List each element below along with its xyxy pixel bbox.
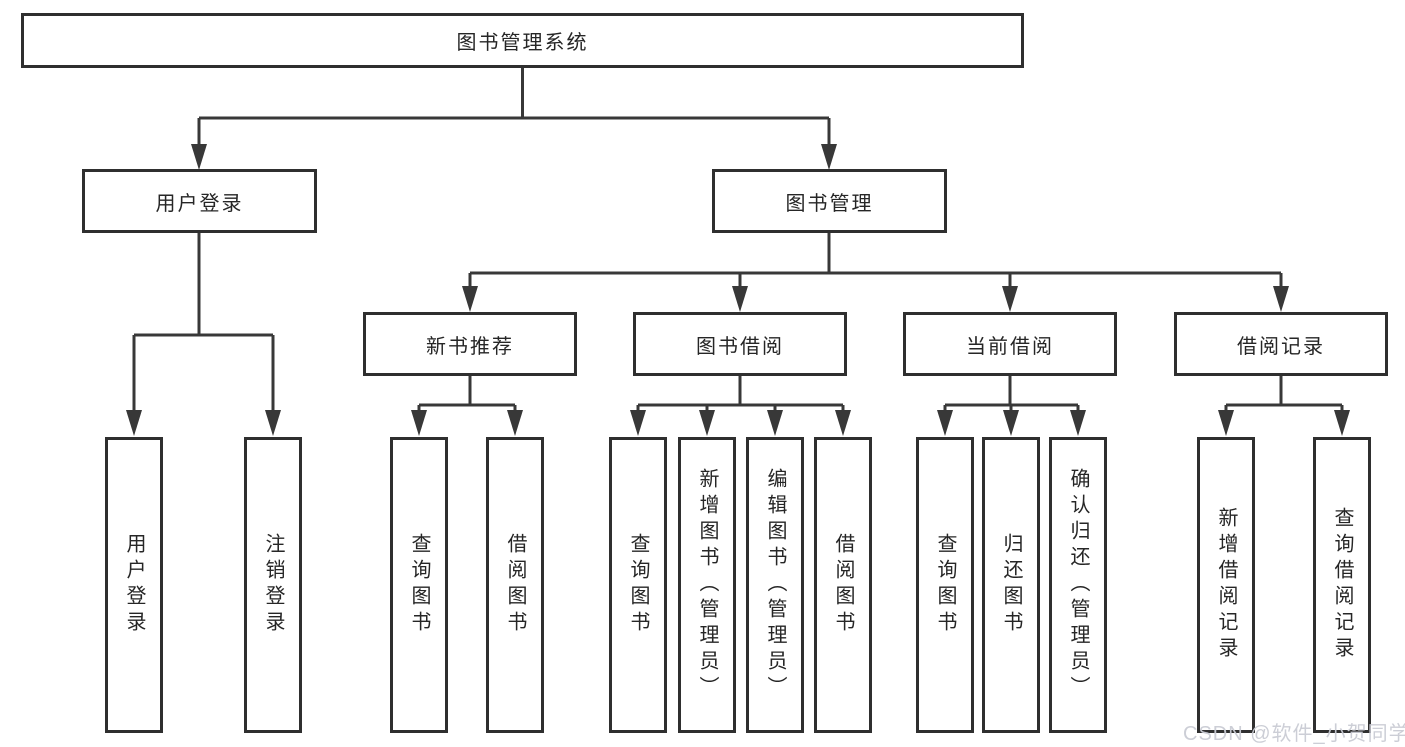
node-leaf-add-borrow-record: 新增借阅记录: [1197, 437, 1255, 733]
leaf-label: 编辑图书（管理员）: [764, 468, 786, 702]
node-book-management-label: 图书管理: [785, 192, 874, 215]
leaf-label: 查询图书: [934, 533, 956, 637]
connector-paths: [132, 68, 1344, 414]
leaf-label: 确认归还（管理员）: [1067, 468, 1089, 702]
leaf-label: 归还图书: [1000, 533, 1022, 637]
node-leaf-borrow-books-recommend: 借阅图书: [486, 437, 544, 733]
node-leaf-borrow-books-borrowing: 借阅图书: [814, 437, 872, 733]
node-leaf-edit-books-admin: 编辑图书（管理员）: [746, 437, 804, 733]
node-root-system: 图书管理系统: [21, 13, 1024, 68]
node-user-login: 用户登录: [82, 169, 317, 233]
arrowheads: [126, 144, 1350, 436]
node-leaf-query-books-recommend: 查询图书: [390, 437, 448, 733]
node-current-borrowing: 当前借阅: [903, 312, 1117, 376]
node-new-book-recommend: 新书推荐: [363, 312, 577, 376]
node-leaf-return-books: 归还图书: [982, 437, 1040, 733]
leaf-label: 新增借阅记录: [1215, 507, 1237, 663]
leaf-label: 用户登录: [123, 533, 145, 637]
node-new-book-recommend-label: 新书推荐: [426, 335, 514, 358]
leaf-label: 注销登录: [262, 533, 284, 637]
node-leaf-add-books-admin: 新增图书（管理员）: [678, 437, 736, 733]
node-leaf-logout: 注销登录: [244, 437, 302, 733]
leaf-label: 查询借阅记录: [1331, 507, 1353, 663]
leaf-label: 借阅图书: [832, 533, 854, 637]
node-current-borrowing-label: 当前借阅: [966, 335, 1054, 358]
node-borrowing-records: 借阅记录: [1174, 312, 1388, 376]
node-book-borrowing-label: 图书借阅: [696, 335, 784, 358]
node-leaf-query-books-current: 查询图书: [916, 437, 974, 733]
node-root-label: 图书管理系统: [456, 32, 589, 54]
leaf-label: 借阅图书: [504, 533, 526, 637]
node-borrowing-records-label: 借阅记录: [1237, 335, 1325, 358]
node-book-borrowing: 图书借阅: [633, 312, 847, 376]
node-leaf-query-books-borrowing: 查询图书: [609, 437, 667, 733]
leaf-label: 新增图书（管理员）: [696, 468, 718, 702]
node-book-management: 图书管理: [712, 169, 947, 233]
csdn-watermark: CSDN @软件_小贺同学: [1183, 723, 1405, 745]
node-leaf-query-borrow-record: 查询借阅记录: [1313, 437, 1371, 733]
leaf-label: 查询图书: [408, 533, 430, 637]
leaf-label: 查询图书: [627, 533, 649, 637]
node-leaf-user-login: 用户登录: [105, 437, 163, 733]
node-user-login-label: 用户登录: [155, 192, 244, 215]
node-leaf-confirm-return-admin: 确认归还（管理员）: [1049, 437, 1107, 733]
